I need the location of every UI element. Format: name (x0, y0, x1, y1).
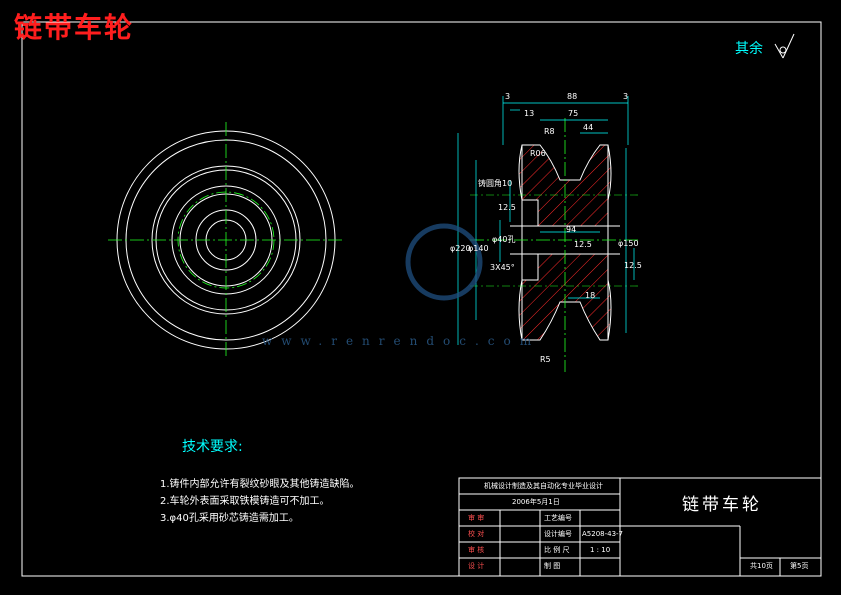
title-block-total-sheets: 共10页 (750, 562, 773, 570)
dim-phi140: φ140 (468, 244, 489, 253)
dim-12-5-a: 12.5 (498, 203, 516, 212)
drawing-border (21, 21, 822, 577)
dim-fillet: 铸圆角10 (478, 179, 513, 188)
tech-requirements-list: 1.铸件内部允许有裂纹砂眼及其他铸造缺陷。 2.车轮外表面采取铁模铸造可不加工。… (160, 476, 360, 527)
dim-44: 44 (583, 123, 594, 132)
dim-r8: R8 (544, 127, 555, 136)
dim-12-5-c: 12.5 (624, 261, 642, 270)
dim-18: 18 (585, 291, 596, 300)
dim-phi220: φ220 (450, 244, 471, 253)
watermark-url: www.renrendoc.com (262, 334, 541, 348)
title-block-row-label: 审 核 (468, 546, 485, 554)
title-block-row-label: 校 对 (468, 530, 485, 538)
title-block-frame (458, 477, 822, 577)
section-view (457, 96, 640, 372)
title-block-row-field: 工艺编号 (544, 514, 572, 522)
dim-13: 13 (524, 109, 535, 118)
title-block-row-field: 设计编号 (544, 530, 572, 538)
tech-requirement-item: 2.车轮外表面采取铁模铸造可不加工。 (160, 496, 330, 507)
dim-75: 75 (568, 109, 579, 118)
dim-3-right: 3 (623, 92, 629, 101)
title-block-row-value: 1 : 10 (590, 546, 611, 554)
title-block-row-label: 审 审 (468, 514, 485, 522)
title-block-row-field: 制 图 (544, 562, 561, 570)
drawing-title: 链带车轮 (14, 11, 135, 44)
dim-phi40: φ40孔 (492, 235, 516, 244)
title-block-row-value: A5208-43-7 (582, 530, 624, 538)
tech-requirements-title: 技术要求: (182, 439, 243, 455)
title-block-row-label: 设 计 (468, 562, 485, 570)
dim-r5: R5 (540, 355, 551, 364)
front-view (108, 122, 344, 358)
dim-r06: R06 (530, 149, 546, 158)
dim-88: 88 (567, 92, 578, 101)
tech-requirement-item: 1.铸件内部允许有裂纹砂眼及其他铸造缺陷。 (160, 479, 360, 490)
surface-finish-symbol (774, 33, 795, 59)
title-block-project: 机械设计制造及其自动化专业毕业设计 (484, 482, 603, 490)
title-block-part-name: 链带车轮 (682, 495, 762, 515)
dim-12-5-b: 12.5 (574, 240, 592, 249)
dim-3-left: 3 (505, 92, 511, 101)
title-block-row-field: 比 例 尺 (544, 546, 570, 554)
title-block-date: 2006年5月1日 (512, 498, 560, 506)
watermark-logo (405, 223, 483, 301)
tech-requirement-item: 3.φ40孔采用砂芯铸造需加工。 (160, 513, 299, 524)
dim-chamfer: 3X45° (490, 263, 515, 272)
surface-note: 其余 (735, 41, 763, 57)
dim-94: 94 (566, 225, 577, 234)
title-block-sheet-no: 第5页 (790, 562, 809, 570)
dim-phi150: φ150 (618, 239, 639, 248)
